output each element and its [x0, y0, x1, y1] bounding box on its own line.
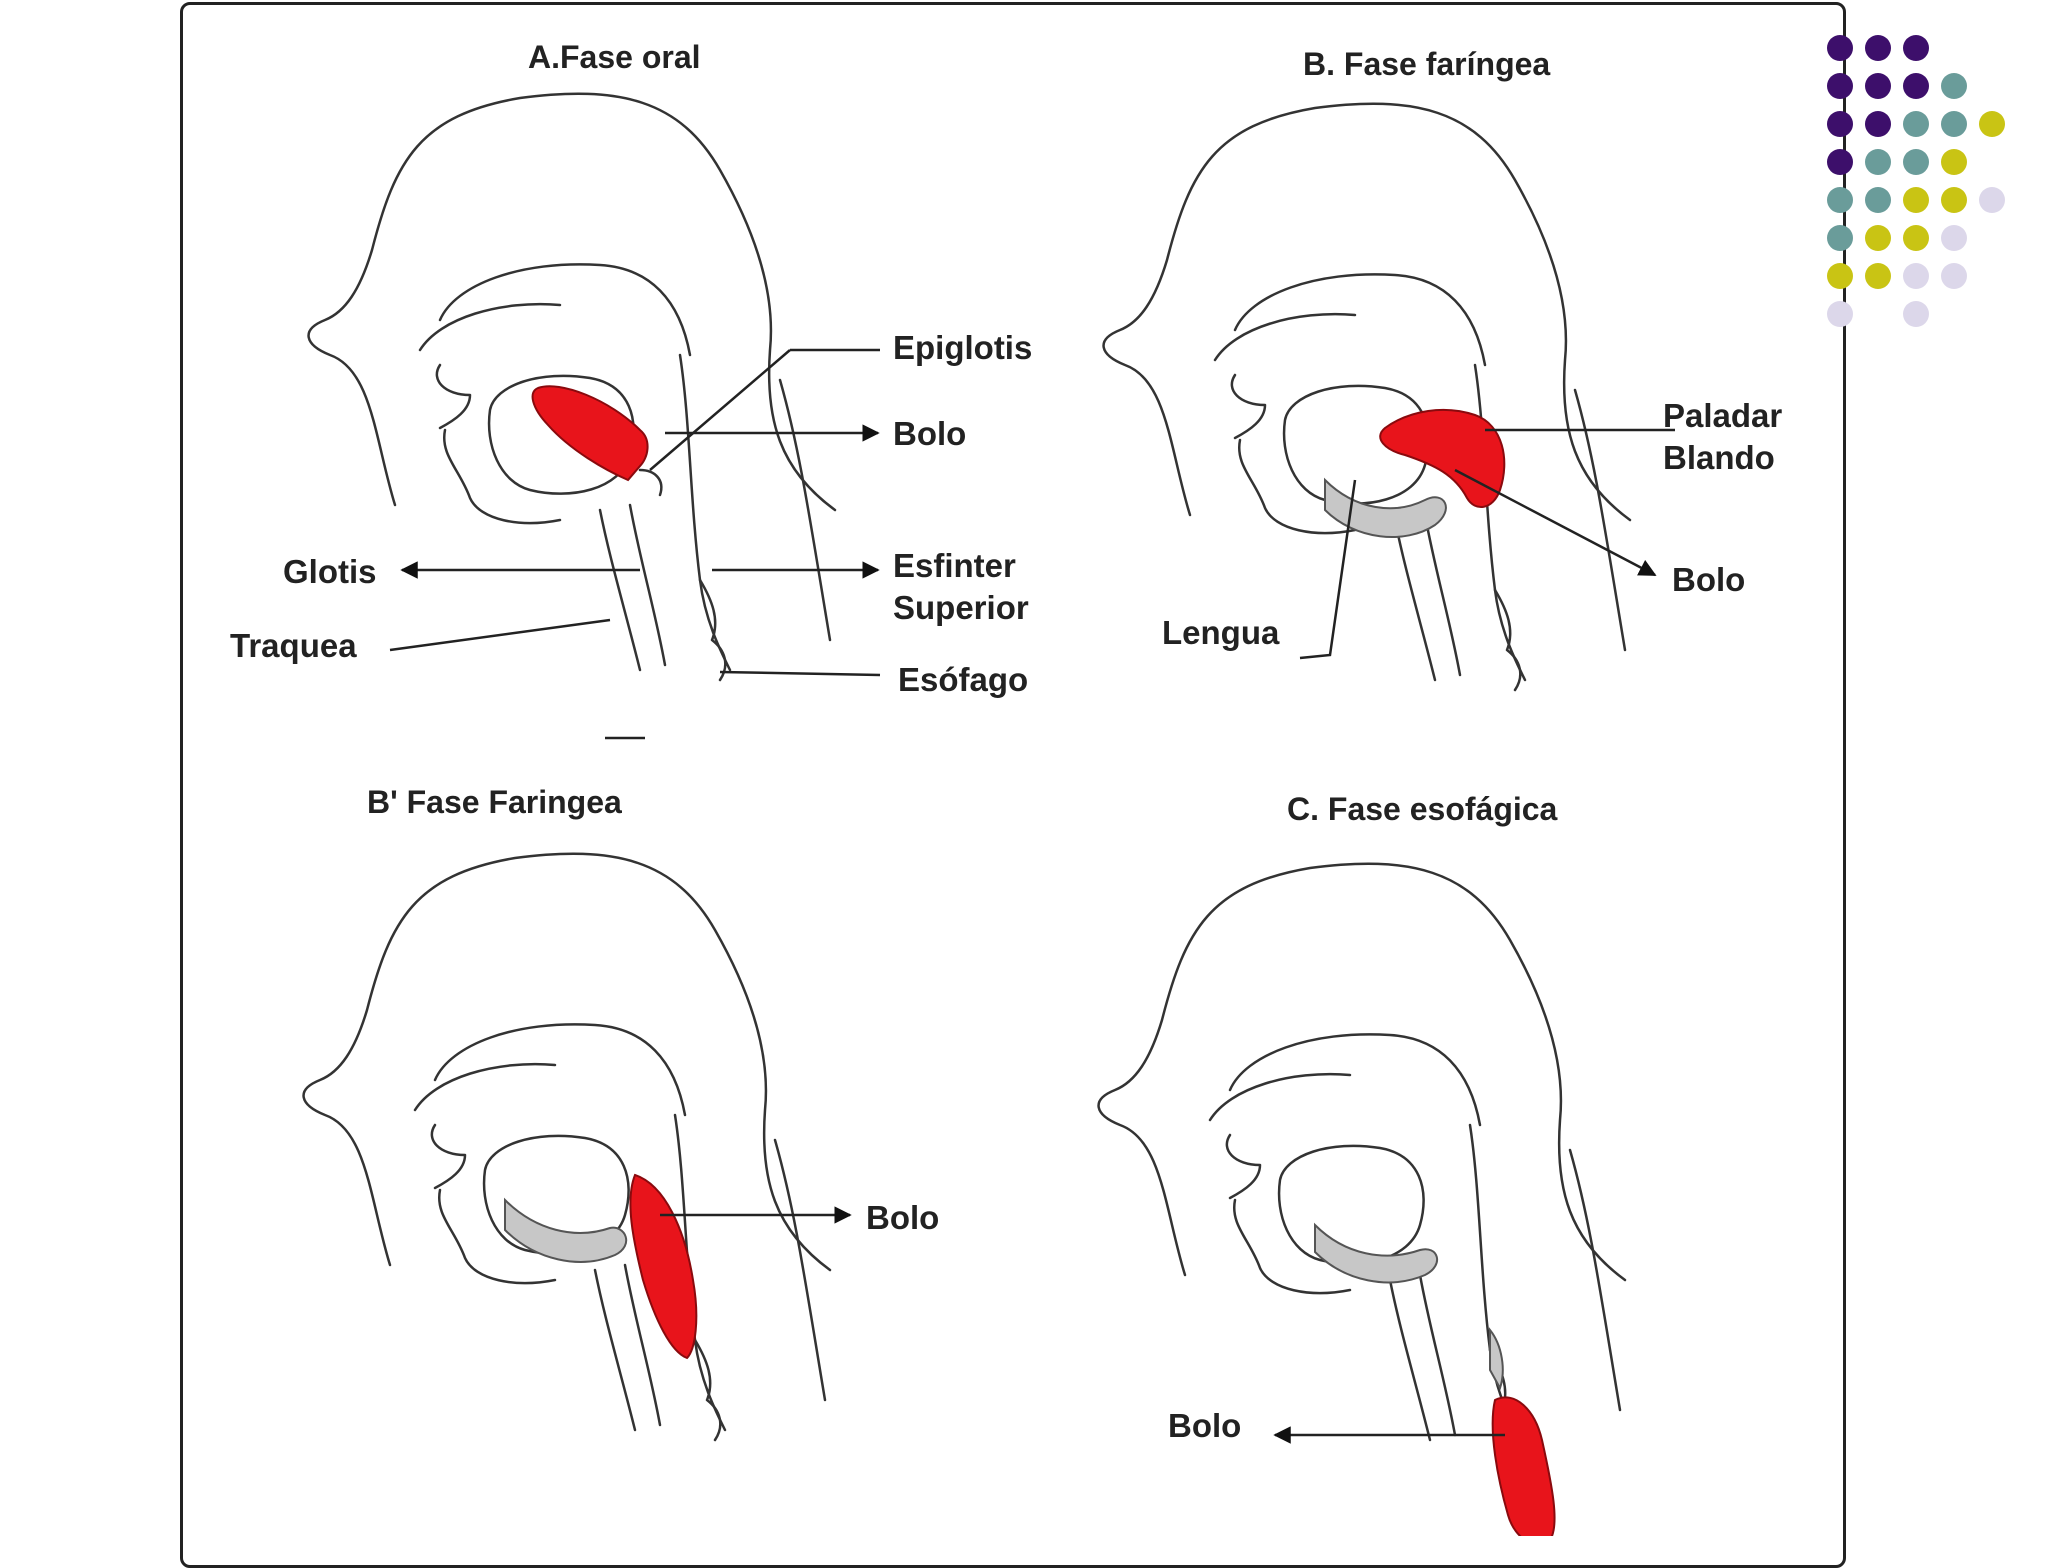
decorative-dot-grid: [1827, 35, 2005, 327]
decorative-dot: [1827, 301, 1853, 327]
decorative-dot: [1941, 187, 1967, 213]
bolus-c: [1491, 1396, 1556, 1536]
decorative-dot: [1941, 73, 1967, 99]
bolus-a: [531, 385, 649, 482]
panel-c-illustration: [1097, 862, 1627, 1536]
lengua-pointer: [1299, 479, 1357, 660]
label-glotis: Glotis: [283, 553, 377, 590]
decorative-dot: [1903, 225, 1929, 251]
bolus-b: [1379, 408, 1506, 508]
panel-b-illustration: [1102, 102, 1675, 692]
decorative-dot: [1865, 111, 1891, 137]
decorative-dot: [1827, 111, 1853, 137]
diagram-frame: [180, 2, 1846, 1568]
decorative-dot: [1903, 149, 1929, 175]
panel-a-title: A.Fase oral: [528, 39, 701, 75]
epiglottis-shape: [638, 468, 663, 497]
swallowing-phases-diagram: [302, 35, 2005, 1536]
label-esfinter-line2: Superior: [893, 589, 1029, 626]
tongue-shape-c: [1314, 1222, 1438, 1284]
epiglotis-pointer-diagonal: [649, 349, 791, 471]
label-traquea: Traquea: [230, 627, 357, 664]
decorative-dot: [1827, 73, 1853, 99]
label-bolo-b: Bolo: [1672, 561, 1746, 598]
decorative-dot: [1827, 187, 1853, 213]
bolus-b2: [629, 1173, 698, 1360]
label-epiglotis: Epiglotis: [893, 329, 1033, 366]
decorative-dot: [1903, 187, 1929, 213]
panel-b2-title: B' Fase Faringea: [367, 784, 622, 820]
decorative-dot: [1827, 149, 1853, 175]
tongue-shape-b2: [504, 1197, 628, 1263]
panel-b-title: B. Fase faríngea: [1303, 46, 1551, 82]
decorative-dot: [1903, 301, 1929, 327]
bolo-arrow-b: [1454, 468, 1657, 577]
decorative-dot: [1941, 225, 1967, 251]
decorative-dot: [1827, 225, 1853, 251]
decorative-dot: [1903, 35, 1929, 61]
sphincter-shape-c: [1489, 1327, 1504, 1391]
decorative-dot: [1865, 73, 1891, 99]
label-esfinter-line1: Esfinter: [893, 547, 1016, 584]
label-bolo-b2: Bolo: [866, 1199, 940, 1236]
traquea-pointer: [389, 618, 611, 652]
label-paladar-line1: Paladar: [1663, 397, 1783, 434]
decorative-dot: [1903, 73, 1929, 99]
label-esofago: Esófago: [898, 661, 1029, 698]
decorative-dot: [1903, 111, 1929, 137]
decorative-dot: [1903, 263, 1929, 289]
decorative-dot: [1827, 35, 1853, 61]
label-paladar-line2: Blando: [1663, 439, 1775, 476]
decorative-dot: [1941, 111, 1967, 137]
decorative-dot: [1865, 225, 1891, 251]
decorative-dot: [1979, 187, 2005, 213]
decorative-dot: [1865, 263, 1891, 289]
panel-a-illustration: [307, 92, 881, 740]
panel-b2-illustration: [302, 852, 852, 1442]
decorative-dot: [1979, 111, 2005, 137]
decorative-dot: [1827, 263, 1853, 289]
label-bolo-c: Bolo: [1168, 1407, 1242, 1444]
decorative-dot: [1941, 263, 1967, 289]
label-bolo-a: Bolo: [893, 415, 967, 452]
decorative-dot: [1865, 149, 1891, 175]
slide: A.Fase oral Epiglotis Bolo Glotis Esfint…: [180, 2, 2005, 1568]
decorative-dot: [1941, 149, 1967, 175]
tongue-shape-b: [1324, 477, 1447, 538]
panel-c-title: C. Fase esofágica: [1287, 791, 1558, 827]
decorative-dot: [1865, 187, 1891, 213]
label-lengua: Lengua: [1162, 614, 1280, 651]
decorative-dot: [1865, 35, 1891, 61]
esofago-pointer: [719, 670, 881, 677]
